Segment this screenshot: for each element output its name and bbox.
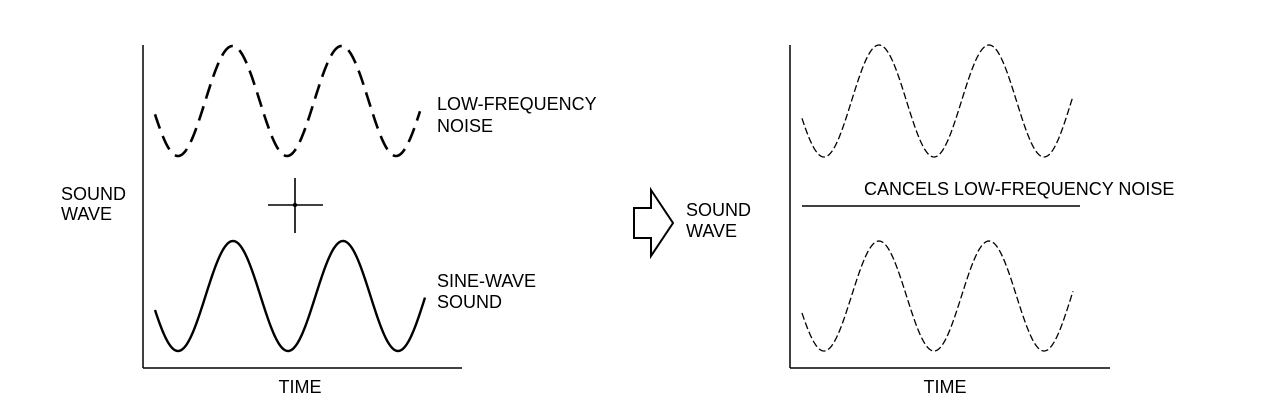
low-frequency-noise-wave (153, 44, 422, 158)
sine-label-line1: SINE-WAVE (437, 271, 536, 291)
low-frequency-noise-wave-thin (801, 44, 1074, 158)
right-x-label: TIME (924, 377, 967, 397)
left-x-label: TIME (279, 377, 322, 397)
result-label: CANCELS LOW-FREQUENCY NOISE (864, 179, 1174, 199)
plus-sign (268, 178, 323, 233)
left-y-label-line2: WAVE (61, 204, 112, 224)
left-y-label-line1: SOUND (61, 184, 126, 204)
right-panel: TIME CANCELS LOW-FREQUENCY NOISE (789, 44, 1174, 397)
sine-label-line2: SOUND (437, 292, 502, 312)
left-panel: SOUND WAVE TIME LOW-FREQUENCY NOISE SINE… (61, 44, 597, 397)
result-arrow: SOUND WAVE (633, 186, 751, 260)
noise-label-line1: LOW-FREQUENCY (437, 94, 597, 114)
arrow-label-line2: WAVE (686, 221, 737, 241)
hollow-arrow-icon (633, 186, 675, 260)
sine-wave-sound (153, 239, 427, 353)
inverse-wave-thin (801, 240, 1074, 352)
noise-label-line2: NOISE (437, 116, 493, 136)
arrow-label-line1: SOUND (686, 200, 751, 220)
